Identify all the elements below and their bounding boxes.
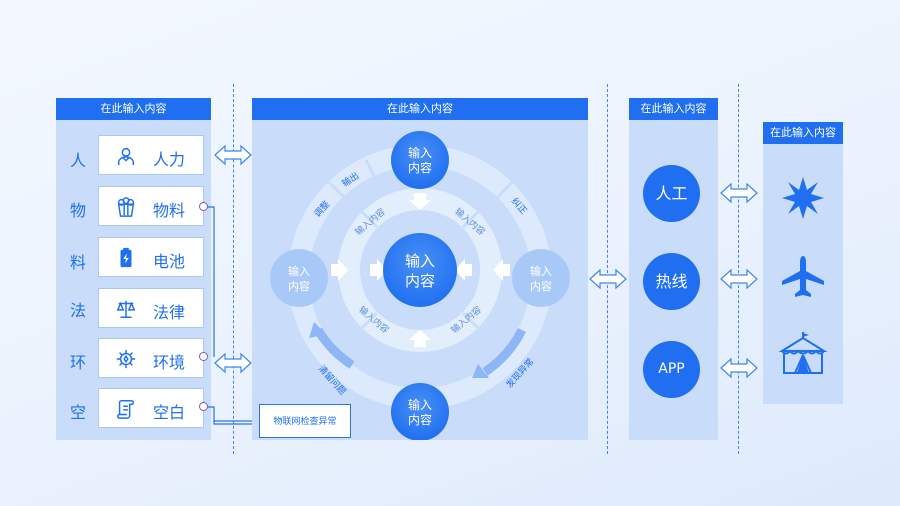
channel-hotline[interactable]: 热线 (643, 253, 700, 310)
divider-3 (738, 84, 739, 454)
item-card-manpower[interactable]: 人力 (98, 135, 204, 175)
connector-dot (199, 402, 208, 411)
double-arrow-icon (720, 268, 758, 290)
top-node-text: 内容 (408, 160, 432, 175)
item-label: 环境 (153, 353, 186, 372)
burst-icon (782, 177, 824, 219)
item-label: 法律 (153, 303, 186, 322)
double-arrow-icon (720, 357, 758, 379)
category-label: 法 (69, 301, 86, 320)
bottom-node-text: 输入 (408, 397, 432, 412)
item-label: 人力 (153, 150, 186, 169)
item-card-environment[interactable]: 环境 (98, 338, 204, 378)
category-label: 料 (69, 253, 86, 272)
popcorn-icon (117, 197, 135, 217)
airplane-icon (782, 256, 824, 297)
item-card-material[interactable]: 物料 (98, 186, 204, 226)
double-arrow-icon (214, 144, 252, 166)
category-label: 物 (69, 201, 86, 220)
right-node-text: 输入 (530, 264, 552, 278)
item-label: 电池 (153, 252, 186, 271)
virus-icon (116, 349, 136, 369)
center-panel-header: 在此输入内容 (252, 98, 588, 120)
tent-icon (778, 332, 828, 374)
right-node-text: 内容 (530, 279, 552, 293)
item-card-law[interactable]: 法律 (98, 288, 204, 328)
channel-app[interactable]: APP (643, 341, 700, 398)
category-label: 环 (69, 353, 86, 372)
center-text: 输入 (405, 252, 435, 270)
cycle-diagram: 输入 内容 输入 内容 输入 内容 输入 内容 输入 内容 输入内容 输入内容 … (270, 131, 570, 440)
center-text: 内容 (405, 272, 435, 290)
item-label: 物料 (153, 201, 186, 220)
double-arrow-icon (589, 268, 627, 290)
double-arrow-icon (720, 182, 758, 204)
category-label: 人 (69, 151, 86, 170)
connector-dot (199, 352, 208, 361)
iot-check-box: 物联网检查异常 (259, 404, 351, 438)
connector-dot (199, 202, 208, 211)
channel-manual[interactable]: 人工 (643, 165, 700, 222)
item-card-battery[interactable]: 电池 (98, 237, 204, 277)
iot-check-text: 物联网检查异常 (273, 417, 337, 427)
bottom-node-text: 内容 (408, 412, 432, 427)
double-arrow-icon (214, 352, 252, 374)
category-label: 空 (69, 403, 86, 422)
item-label: 空白 (153, 403, 186, 422)
right-panel-header: 在此输入内容 (763, 122, 843, 144)
left-node-text: 内容 (288, 279, 310, 293)
item-card-blank[interactable]: 空白 (98, 388, 204, 428)
channel-panel-header: 在此输入内容 (629, 98, 718, 120)
left-node-text: 输入 (288, 264, 310, 278)
battery-icon (120, 247, 132, 268)
divider-2 (607, 84, 608, 454)
divider-1 (233, 84, 234, 454)
left-panel-header: 在此输入内容 (56, 98, 211, 120)
scroll-icon (117, 400, 135, 419)
person-icon (117, 147, 135, 166)
scales-icon (116, 300, 136, 318)
top-node-text: 输入 (408, 145, 432, 160)
